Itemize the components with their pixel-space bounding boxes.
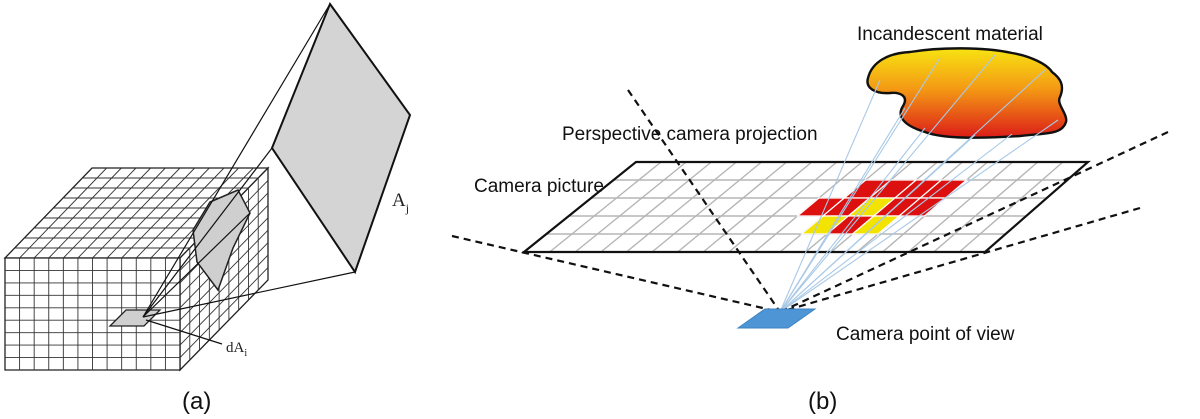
caption-a: (a) [182, 388, 211, 415]
picture-grid-line [933, 161, 1039, 253]
cube-grid-line [150, 167, 239, 259]
label-aj: Aj [392, 190, 409, 215]
cube-grid-line [106, 167, 195, 259]
picture-grid-line [549, 161, 662, 253]
cube-grid [5, 167, 269, 370]
picture-grid-line [626, 161, 737, 253]
caption-b: (b) [808, 388, 837, 415]
projection-lines-a [142, 3, 356, 318]
label-material: Incandescent material [857, 24, 1043, 45]
camera-picture-plane [524, 162, 1088, 252]
picture-grid-line [702, 161, 813, 253]
label-dai: dAi [226, 340, 247, 359]
cube-grid-line [77, 167, 166, 259]
label-picture: Camera picture [474, 176, 604, 197]
picture-grid-line [651, 161, 763, 253]
cube-grid-line [121, 167, 210, 259]
picture-grid-line [728, 161, 838, 253]
picture-grid-line [600, 161, 712, 253]
cube-grid-line [33, 167, 122, 259]
surface-aj [270, 1, 412, 275]
camera-picture-border [520, 160, 1091, 254]
cube-grid-line [19, 167, 107, 259]
picture-grid-line [958, 161, 1064, 253]
cube-grid-line [63, 167, 151, 259]
picture-grid-line [574, 161, 687, 253]
cube-grid-line [179, 267, 269, 358]
cube-grid-line [179, 242, 269, 333]
cube-grid-line [92, 167, 181, 259]
panel-a: Aj dAi (a) [3, 1, 412, 415]
label-projection: Perspective camera projection [562, 124, 818, 145]
camera-point-of-view [736, 308, 817, 329]
label-viewpoint: Camera point of view [836, 324, 1015, 345]
camera-rays [779, 54, 1059, 313]
frustum-lines [451, 89, 1169, 314]
incandescent-material [866, 47, 1068, 139]
cube-grid-line [135, 167, 225, 259]
patch-dai [108, 309, 162, 327]
panel-b: Incandescent material Perspective camera… [451, 24, 1169, 415]
picture-grid-line [907, 161, 1014, 253]
picture-grid-line [677, 161, 788, 253]
cube-grid-line [48, 167, 137, 259]
dai-leader-line [145, 319, 223, 345]
